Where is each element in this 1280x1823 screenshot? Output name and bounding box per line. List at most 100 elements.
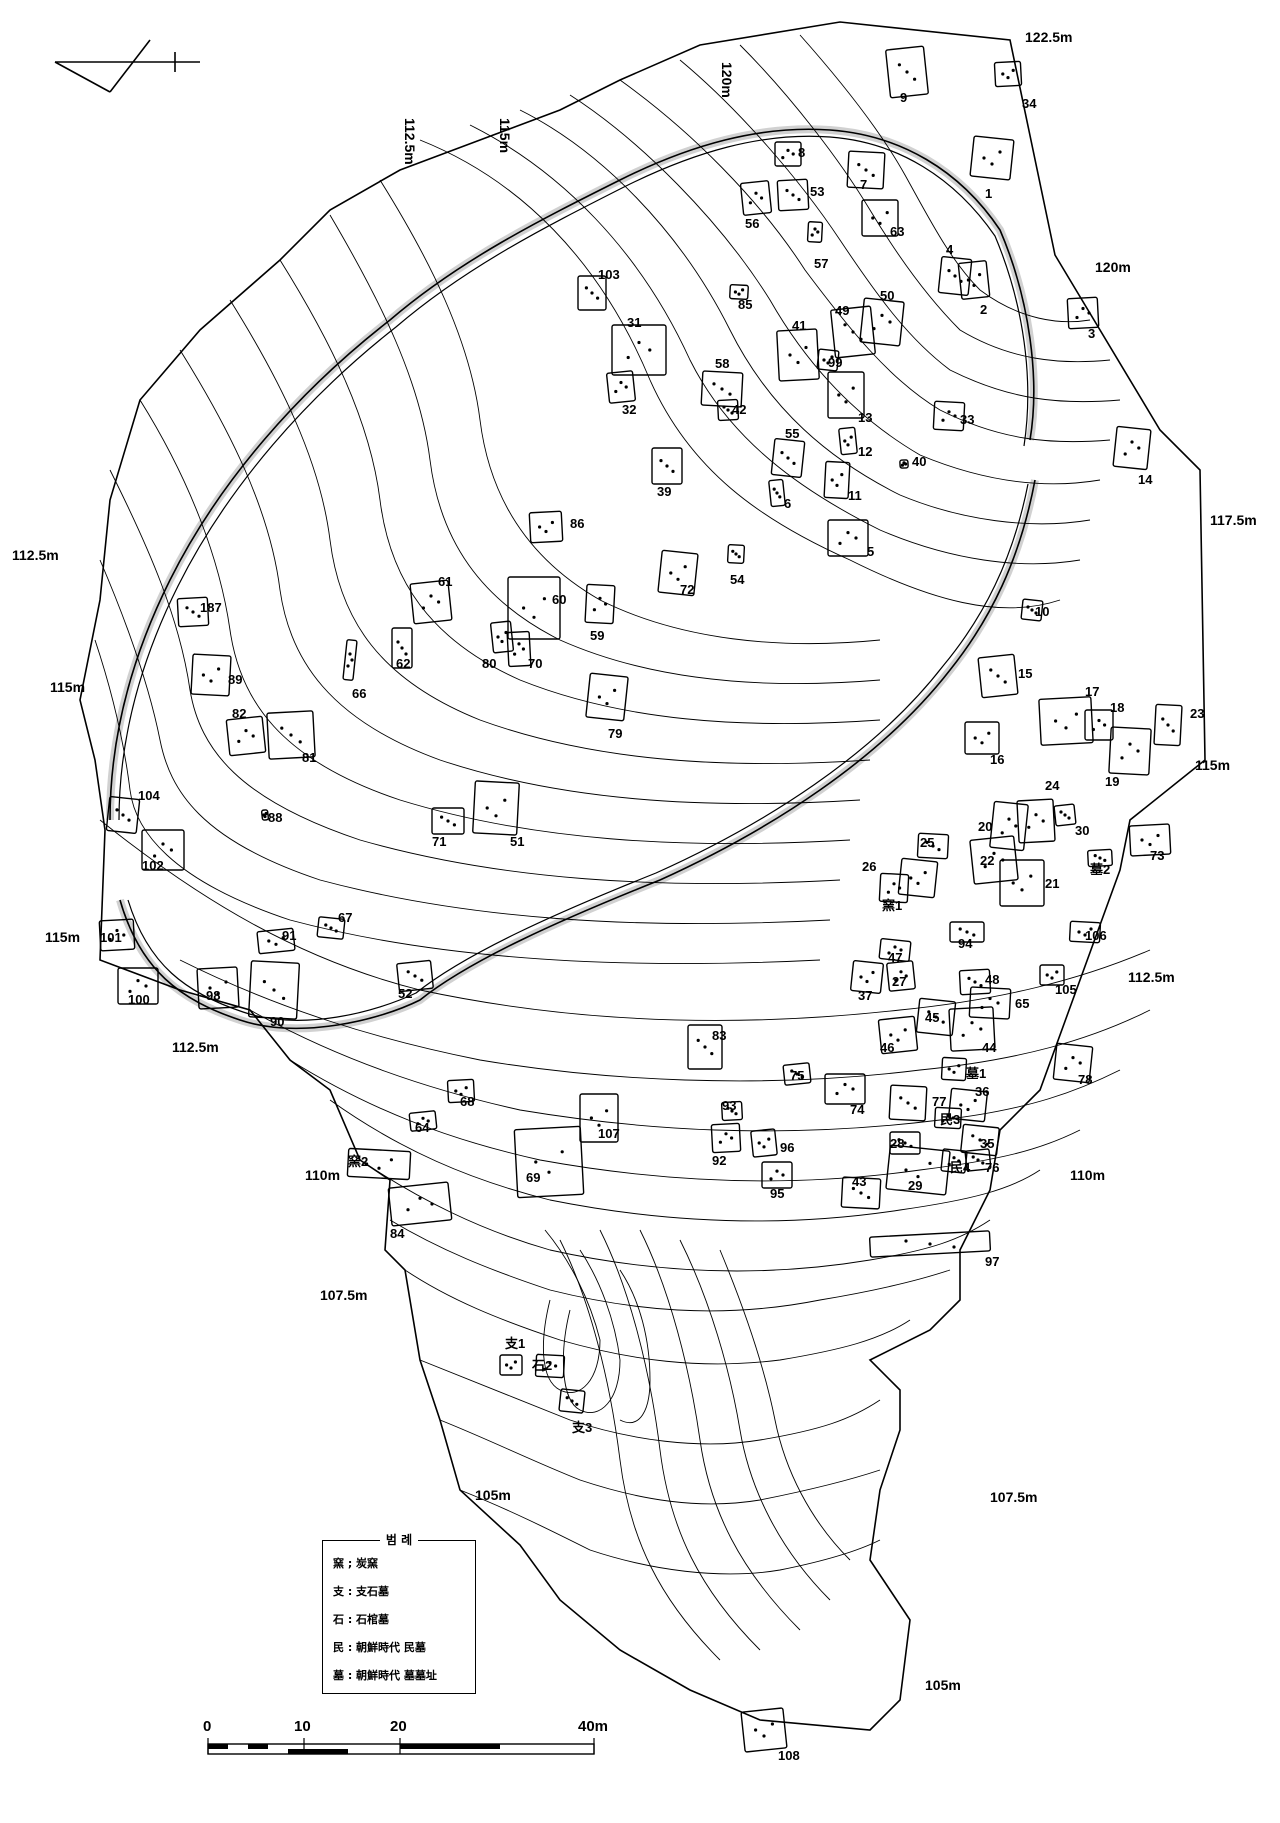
feature-label: 27 [892, 974, 906, 989]
posthole [865, 979, 869, 984]
pit-feature [806, 221, 824, 243]
posthole [947, 1067, 951, 1071]
posthole [769, 1177, 773, 1181]
posthole [859, 1191, 863, 1195]
posthole [726, 408, 730, 412]
posthole [406, 1208, 410, 1212]
posthole [1027, 825, 1031, 829]
pit-feature [840, 1176, 882, 1210]
posthole [748, 201, 753, 205]
pit-feature [885, 45, 929, 99]
pit-feature [750, 1128, 778, 1158]
posthole [251, 734, 255, 738]
pit-feature [506, 630, 532, 668]
feature-label: 10 [1035, 604, 1049, 619]
pit-feature [710, 1122, 742, 1154]
posthole [619, 380, 623, 385]
pit-feature [958, 968, 992, 996]
pit-feature [977, 653, 1019, 699]
pit-feature [838, 426, 858, 456]
posthole [966, 1107, 970, 1112]
elevation-label: 105m [925, 1677, 961, 1693]
pit-feature [739, 180, 773, 216]
posthole [979, 1027, 983, 1031]
posthole [888, 320, 892, 324]
feature-label: 56 [745, 216, 759, 231]
posthole [1030, 608, 1034, 612]
elevation-label: 115m [1195, 757, 1230, 773]
pit-feature [606, 370, 636, 404]
posthole [669, 571, 673, 575]
posthole [931, 844, 935, 848]
feature-label: 64 [415, 1120, 430, 1135]
pit-feature [408, 1110, 438, 1132]
posthole [604, 602, 608, 606]
elevation-label: 112.5m [12, 547, 59, 563]
legend-item: 石 : 石棺墓 [333, 1613, 390, 1626]
feature-label: 40 [912, 454, 926, 469]
pit-feature [225, 715, 267, 757]
posthole [762, 1145, 766, 1149]
posthole [614, 389, 618, 394]
posthole [916, 1175, 920, 1179]
posthole [108, 937, 112, 942]
elevation-label: 122.5m [1025, 29, 1072, 45]
posthole [859, 975, 863, 979]
posthole [440, 815, 444, 819]
posthole [813, 227, 817, 231]
posthole [1071, 1056, 1075, 1060]
pit-feature [969, 135, 1015, 181]
posthole [826, 361, 830, 365]
feature-label: 77 [932, 1094, 946, 1109]
feature-label: 墓1 [965, 1066, 986, 1081]
posthole [1093, 854, 1097, 858]
feature-label: 7 [860, 177, 867, 192]
posthole [1103, 858, 1107, 863]
posthole [792, 461, 796, 465]
posthole [1003, 680, 1007, 684]
posthole [800, 1075, 804, 1079]
feature-marks [98, 45, 1183, 1753]
feature-label: 33 [960, 412, 974, 427]
posthole [365, 1162, 369, 1166]
feature-label: 75 [790, 1068, 804, 1083]
pit-feature [761, 1161, 793, 1189]
pit-feature [176, 596, 210, 628]
posthole [575, 1402, 579, 1406]
posthole [730, 411, 734, 415]
posthole [509, 1366, 513, 1370]
feature-label: 92 [712, 1153, 726, 1168]
posthole [1120, 756, 1124, 760]
posthole [267, 939, 271, 943]
posthole [965, 930, 969, 934]
feature-label: 47 [888, 950, 902, 965]
pit-feature [969, 835, 1019, 885]
posthole [728, 392, 732, 396]
feature-label: 69 [526, 1170, 540, 1185]
posthole [570, 1399, 574, 1403]
posthole [905, 70, 909, 74]
posthole [770, 1722, 775, 1726]
feature-label: 墓2 [1089, 862, 1110, 877]
pit-feature [993, 60, 1023, 88]
posthole [413, 974, 417, 978]
elevation-label: 110m [305, 1167, 340, 1183]
pit-feature [141, 829, 185, 871]
feature-label: 13 [858, 410, 872, 425]
posthole [913, 1106, 917, 1110]
pit-feature [260, 809, 270, 821]
feature-label: 73 [1150, 848, 1164, 863]
posthole [500, 639, 504, 644]
posthole [659, 459, 663, 463]
posthole [517, 642, 521, 646]
pit-feature [1084, 709, 1114, 741]
posthole [464, 1086, 468, 1090]
posthole [903, 1028, 907, 1032]
posthole [724, 1132, 728, 1136]
feature-label: 37 [858, 988, 872, 1003]
posthole [418, 1196, 422, 1200]
feature-label: 54 [730, 572, 745, 587]
pit-feature [507, 576, 561, 640]
posthole [281, 936, 285, 940]
pit-feature [960, 1123, 1000, 1157]
